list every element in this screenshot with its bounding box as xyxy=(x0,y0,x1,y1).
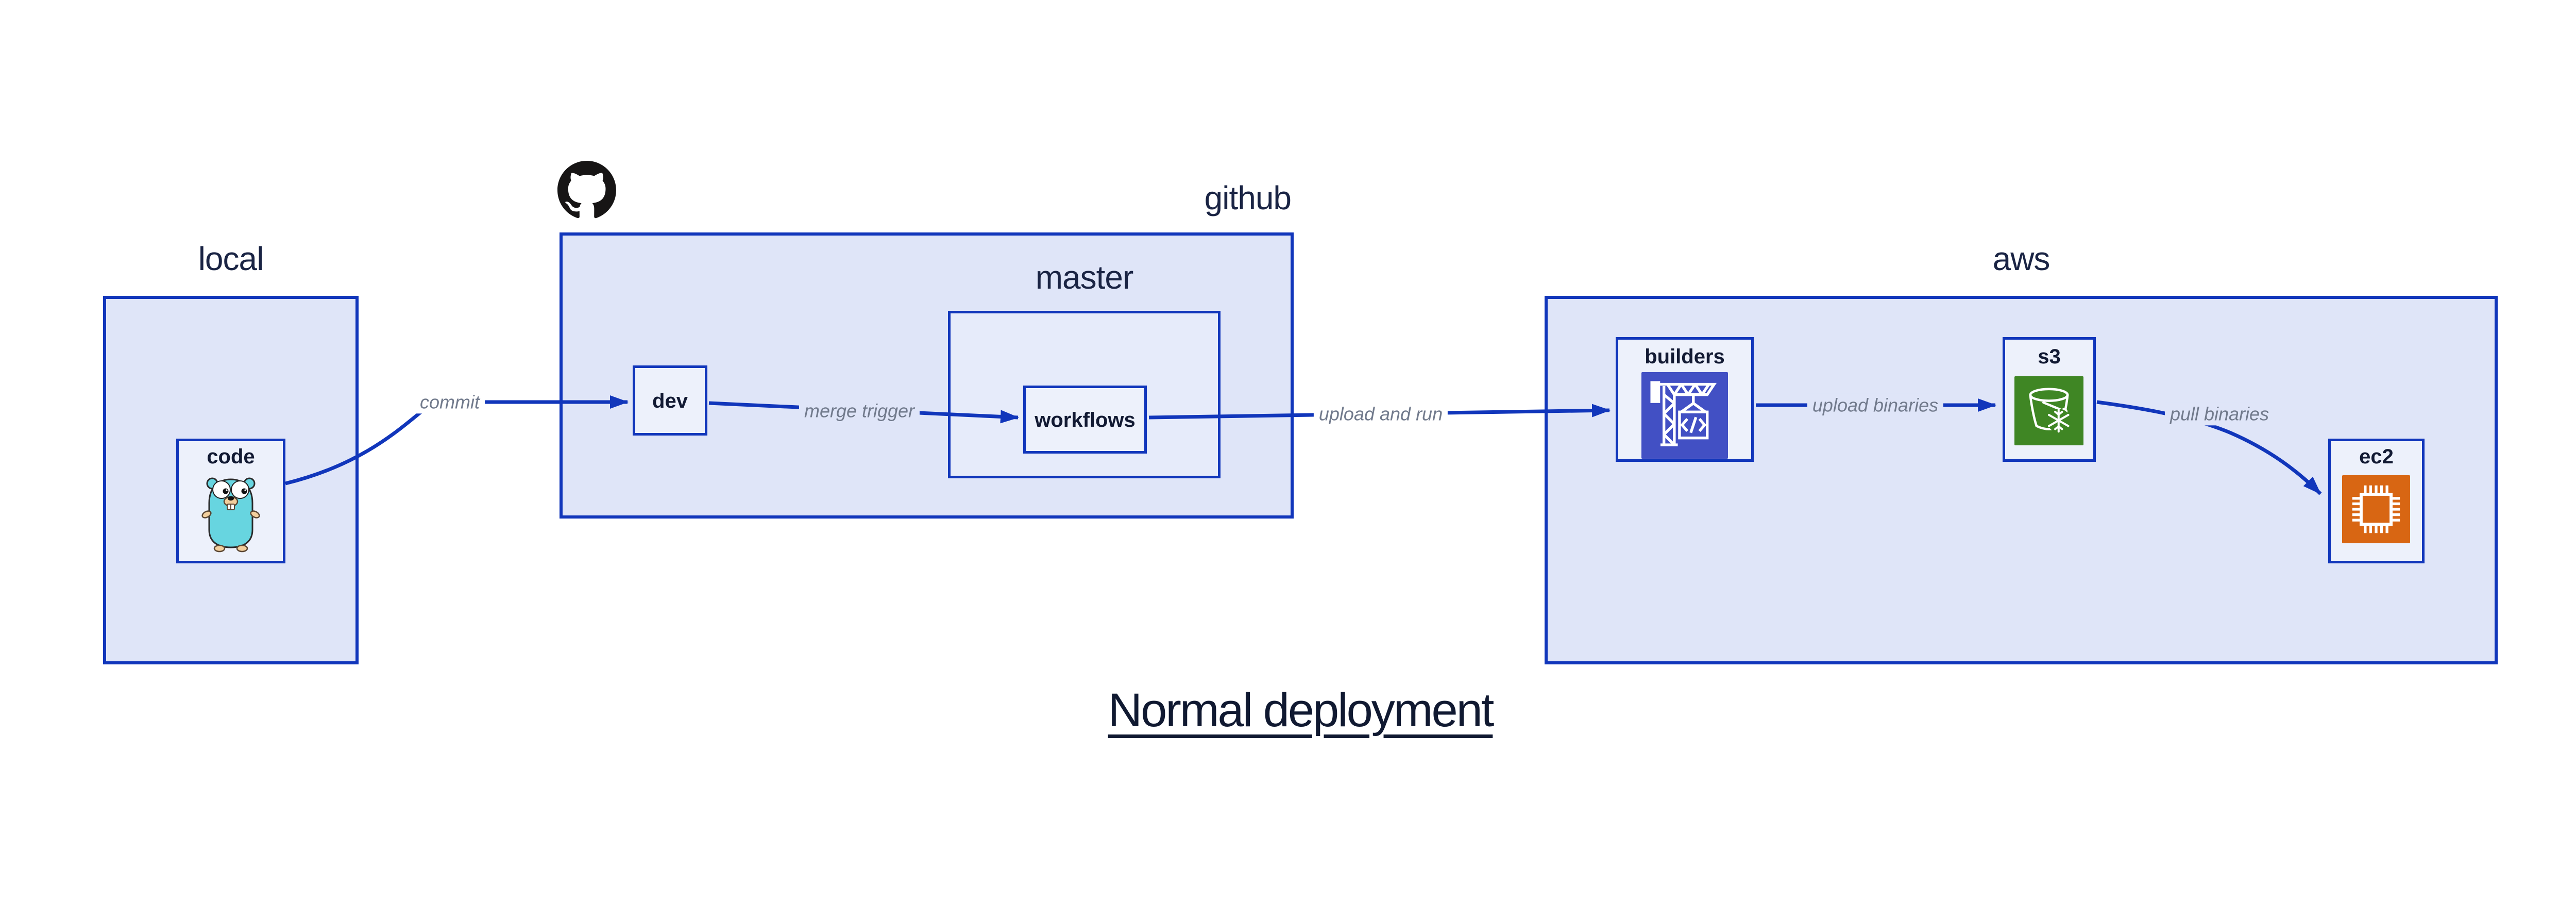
ec2-node-label: ec2 xyxy=(2359,445,2394,468)
pull-binaries-arrow xyxy=(2096,400,2322,495)
master-group-label: master xyxy=(1035,259,1134,296)
workflows-node-box xyxy=(1023,386,1147,454)
upload-and-run-edge-label: upload and run xyxy=(1313,402,1448,426)
local-group-label: local xyxy=(198,240,264,277)
commit-edge-label: commit xyxy=(415,390,485,414)
s3-node-label: s3 xyxy=(2038,345,2061,368)
merge-trigger-edge-label: merge trigger xyxy=(799,399,920,423)
github-octocat-icon xyxy=(557,161,616,219)
ec2-chip-icon xyxy=(2342,475,2410,543)
dev-node-box xyxy=(633,365,707,436)
s3-glacier-bucket-icon xyxy=(2014,376,2083,445)
go-gopher-icon xyxy=(201,477,260,553)
builders-node-label: builders xyxy=(1645,345,1725,368)
pull-binaries-edge-label: pull binaries xyxy=(2164,402,2275,426)
aws-group-label: aws xyxy=(1992,240,2050,277)
code-node-label: code xyxy=(207,445,255,468)
commit-arrow xyxy=(285,395,629,486)
dev-node-label: dev xyxy=(652,390,688,412)
diagram-title: Normal deployment xyxy=(1108,684,1495,737)
upload-binaries-edge-label: upload binaries xyxy=(1807,393,1944,417)
codebuild-crane-icon xyxy=(1641,372,1728,459)
workflows-node-label: workflows xyxy=(1035,409,1136,431)
github-group-label: github xyxy=(1204,179,1292,216)
